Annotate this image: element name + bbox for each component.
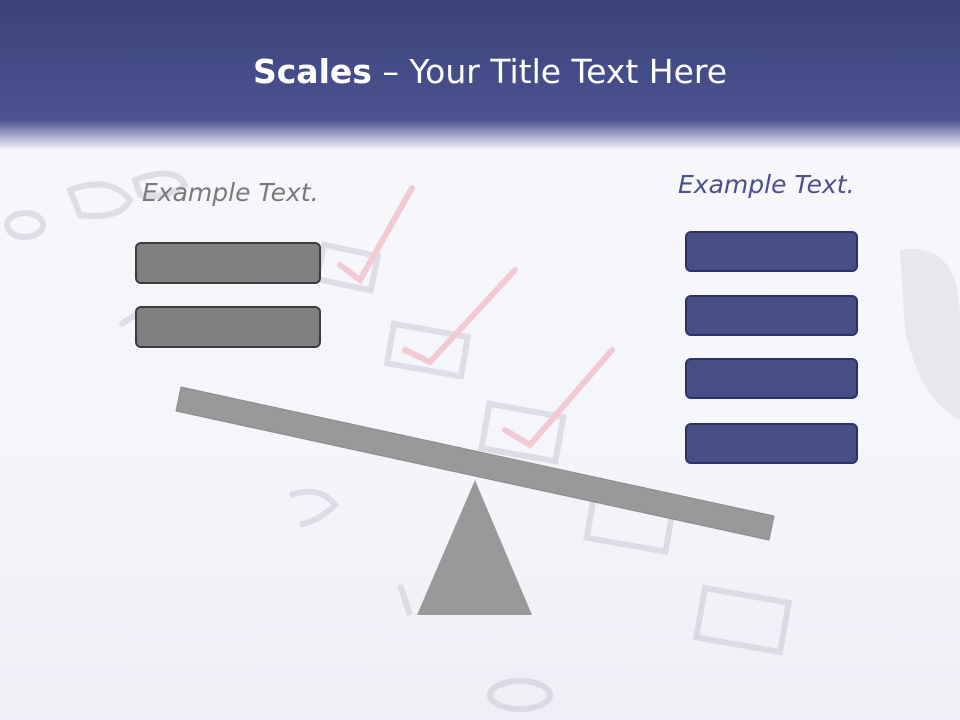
title-bold: Scales	[252, 52, 372, 91]
right-example-label: Example Text.	[678, 170, 855, 199]
scale-beam	[175, 386, 775, 541]
slide-title: Scales – Your Title Text Here	[0, 52, 960, 91]
scale-fulcrum	[417, 480, 532, 615]
left-example-label: Example Text.	[142, 178, 319, 207]
right-box-3	[685, 358, 858, 399]
right-box-4	[685, 423, 858, 464]
right-box-1	[685, 231, 858, 272]
left-box-2	[135, 306, 321, 348]
right-box-2	[685, 295, 858, 336]
title-bar	[0, 0, 960, 150]
title-rest: – Your Title Text Here	[371, 52, 728, 91]
left-box-1	[135, 242, 321, 284]
